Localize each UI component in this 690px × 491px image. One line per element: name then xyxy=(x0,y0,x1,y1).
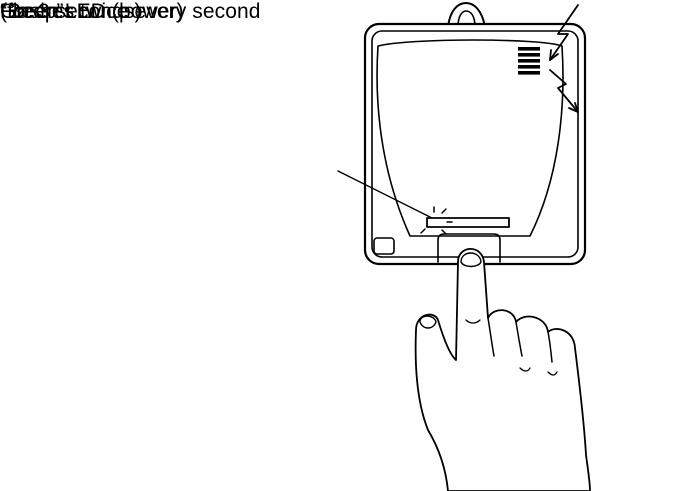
pointing-hand-icon xyxy=(414,247,591,491)
speaker-grille-icon xyxy=(518,47,540,75)
leader-line xyxy=(337,170,433,219)
beep-label: “Beep” xyxy=(0,0,64,23)
device-unit-icon xyxy=(363,2,587,266)
led-flash-label: Flashes twice every second xyxy=(0,0,261,23)
led-duration-label: (for 3 seconds) xyxy=(0,0,142,23)
led-light-icon xyxy=(420,206,453,235)
sound-zigzag-icon xyxy=(549,4,579,113)
led-name-label: Green LED (power) xyxy=(0,0,184,23)
